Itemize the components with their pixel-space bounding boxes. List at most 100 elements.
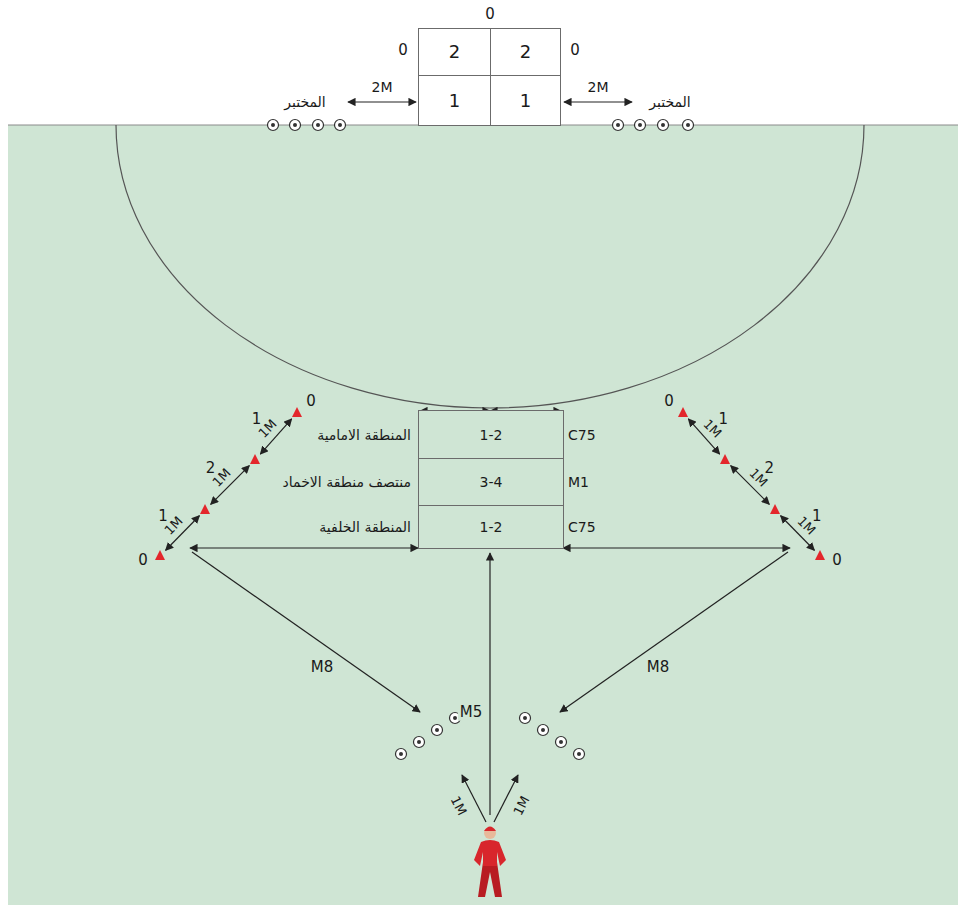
baseline-arrow	[563, 547, 790, 548]
ball-outline	[396, 749, 407, 760]
ball-outline	[683, 120, 694, 131]
cone-marker	[155, 550, 165, 560]
goal-value: 0	[568, 42, 582, 59]
ball-symbol	[313, 120, 324, 131]
cone-marker	[292, 407, 302, 417]
distance-value: 2M	[370, 80, 395, 95]
cone-score: 0	[304, 393, 318, 410]
field-ground	[8, 125, 958, 905]
ball-dot	[271, 123, 275, 127]
player-head	[484, 827, 496, 839]
ball-symbol	[268, 120, 279, 131]
cone-score: 0	[830, 552, 844, 569]
ball-outline	[313, 120, 324, 131]
distance-arrow	[564, 101, 632, 102]
zone-box: منتصف منطقة الاخماد3-4M1	[418, 458, 564, 506]
zone-count: 2	[449, 41, 460, 63]
ball-outline	[268, 120, 279, 131]
ball-dot	[661, 123, 665, 127]
ball-symbol	[556, 737, 567, 748]
ball-outline	[335, 120, 346, 131]
distance-value: M8	[309, 659, 336, 676]
cone-score: 0	[662, 393, 676, 410]
ball-symbol	[658, 120, 669, 131]
zone-count: 1-2	[480, 426, 503, 443]
goal-cell: 1	[490, 75, 561, 126]
run-arrow	[489, 553, 490, 815]
ball-symbol	[635, 120, 646, 131]
ball-outline	[613, 120, 624, 131]
ball-symbol	[432, 725, 443, 736]
ball-dot	[417, 740, 421, 744]
ball-dot	[316, 123, 320, 127]
ball-symbol	[414, 737, 425, 748]
ball-dot	[638, 123, 642, 127]
ball-symbol	[335, 120, 346, 131]
ball-dot	[686, 123, 690, 127]
tester-name: المختبر	[647, 95, 692, 110]
cone-score: 0	[136, 552, 150, 569]
distance-value: 1M	[510, 792, 533, 819]
ball-symbol	[538, 725, 549, 736]
player-figure	[474, 827, 506, 898]
zone-box: المنطقة الامامية1-2C75	[418, 410, 564, 459]
goal-value: 0	[396, 42, 410, 59]
ball-symbol	[683, 120, 694, 131]
ball-outline	[432, 725, 443, 736]
ball-dot	[399, 752, 403, 756]
ball-dot	[435, 728, 439, 732]
cone-marker	[720, 454, 730, 464]
baseline-arrow	[190, 547, 418, 548]
zone-count: 1-2	[480, 519, 503, 536]
zone-name: منتصف منطقة الاخماد	[281, 474, 413, 491]
distance-value: M8	[645, 659, 672, 676]
cone-group	[155, 407, 825, 560]
ball-symbol	[396, 749, 407, 760]
ball-dot	[453, 716, 457, 720]
ball-outline	[414, 737, 425, 748]
cone-marker	[770, 504, 780, 514]
distance-value: 2M	[586, 80, 611, 95]
distance-value: 1M	[446, 792, 469, 819]
zone-count: 1	[449, 90, 460, 112]
ball-outline	[520, 713, 531, 724]
zone-count: 1	[520, 90, 531, 112]
zone-code: M1	[568, 474, 589, 491]
ball-group	[268, 120, 694, 760]
ball-dot	[293, 123, 297, 127]
ball-dot	[616, 123, 620, 127]
goal-cell: 2	[490, 28, 561, 76]
player-legs	[478, 862, 502, 897]
goal-value: 0	[483, 6, 497, 23]
cone-marker	[815, 550, 825, 560]
ball-outline	[538, 725, 549, 736]
distance-arrow	[348, 101, 416, 102]
player-cap	[484, 827, 496, 832]
ball-symbol	[613, 120, 624, 131]
tester-name: المختبر	[282, 95, 327, 110]
cone-score: 2	[763, 459, 777, 476]
ball-dot	[523, 716, 527, 720]
goal-cell: 1	[418, 75, 491, 126]
cone-marker	[200, 504, 210, 514]
zone-count: 3-4	[480, 474, 503, 491]
ball-symbol	[290, 120, 301, 131]
cone-marker	[250, 454, 260, 464]
cone-marker	[678, 407, 688, 417]
distance-value: M5	[458, 704, 485, 721]
ball-outline	[556, 737, 567, 748]
ball-dot	[577, 752, 581, 756]
ball-outline	[658, 120, 669, 131]
ball-symbol	[520, 713, 531, 724]
zone-box: المنطقة الخلفية1-2C75	[418, 505, 564, 549]
player-body	[474, 840, 506, 866]
ball-dot	[338, 123, 342, 127]
zone-code: C75	[568, 426, 596, 443]
ball-outline	[290, 120, 301, 131]
zone-code: C75	[568, 519, 596, 536]
zone-name: المنطقة الامامية	[315, 426, 413, 443]
zone-name: المنطقة الخلفية	[317, 519, 413, 536]
